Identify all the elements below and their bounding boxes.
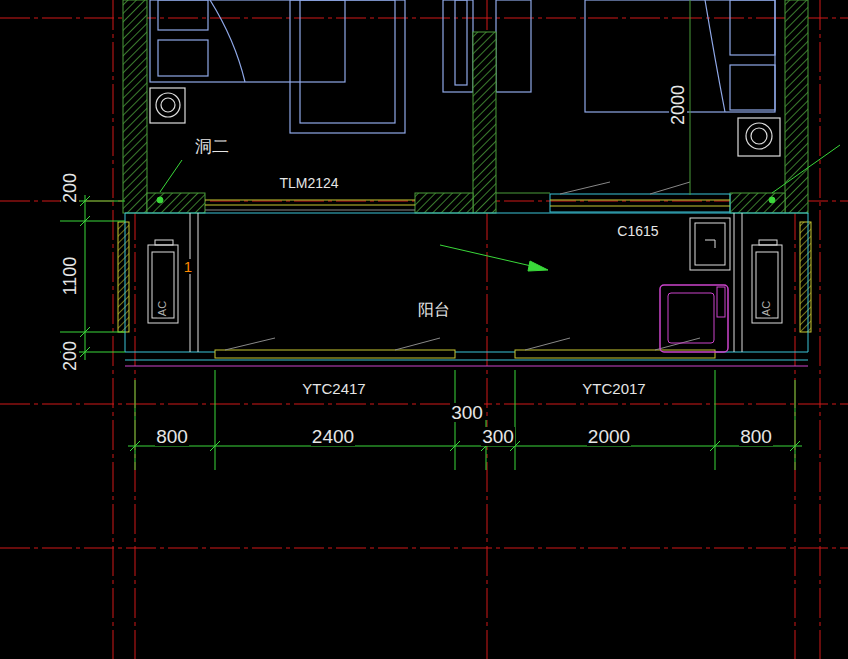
- side-walls: [118, 222, 811, 332]
- note-label: 洞二: [194, 138, 230, 155]
- furniture: [150, 0, 780, 156]
- equipment-label: AC: [158, 299, 169, 316]
- openings: [205, 0, 730, 212]
- ac-units: [148, 240, 782, 323]
- window-tag: YTC2417: [301, 381, 366, 396]
- room-name: 阳台: [417, 302, 451, 318]
- door-tag: TLM2124: [278, 176, 339, 190]
- dimension-text: 2400: [311, 427, 355, 446]
- dimension-text: 2000: [669, 84, 687, 126]
- callout-number: 1: [183, 259, 193, 274]
- dimension-text: 200: [61, 340, 79, 372]
- dimension-text: 2000: [587, 427, 631, 446]
- equipment-label: AC: [762, 299, 773, 316]
- dimension-text: 200: [61, 172, 79, 204]
- appliances: [660, 218, 730, 352]
- dimension-text: 300: [481, 427, 515, 446]
- dimension-text: 1100: [61, 256, 79, 297]
- dimension-text: 300: [450, 403, 484, 422]
- balcony-outline: [125, 213, 808, 366]
- dimensions: [60, 195, 802, 470]
- dimension-text: 800: [739, 427, 773, 446]
- window-tag: C1615: [616, 224, 659, 238]
- walls: [123, 0, 808, 213]
- window-tag: YTC2017: [581, 381, 646, 396]
- leaders: [157, 145, 840, 271]
- dimension-text: 800: [155, 427, 189, 446]
